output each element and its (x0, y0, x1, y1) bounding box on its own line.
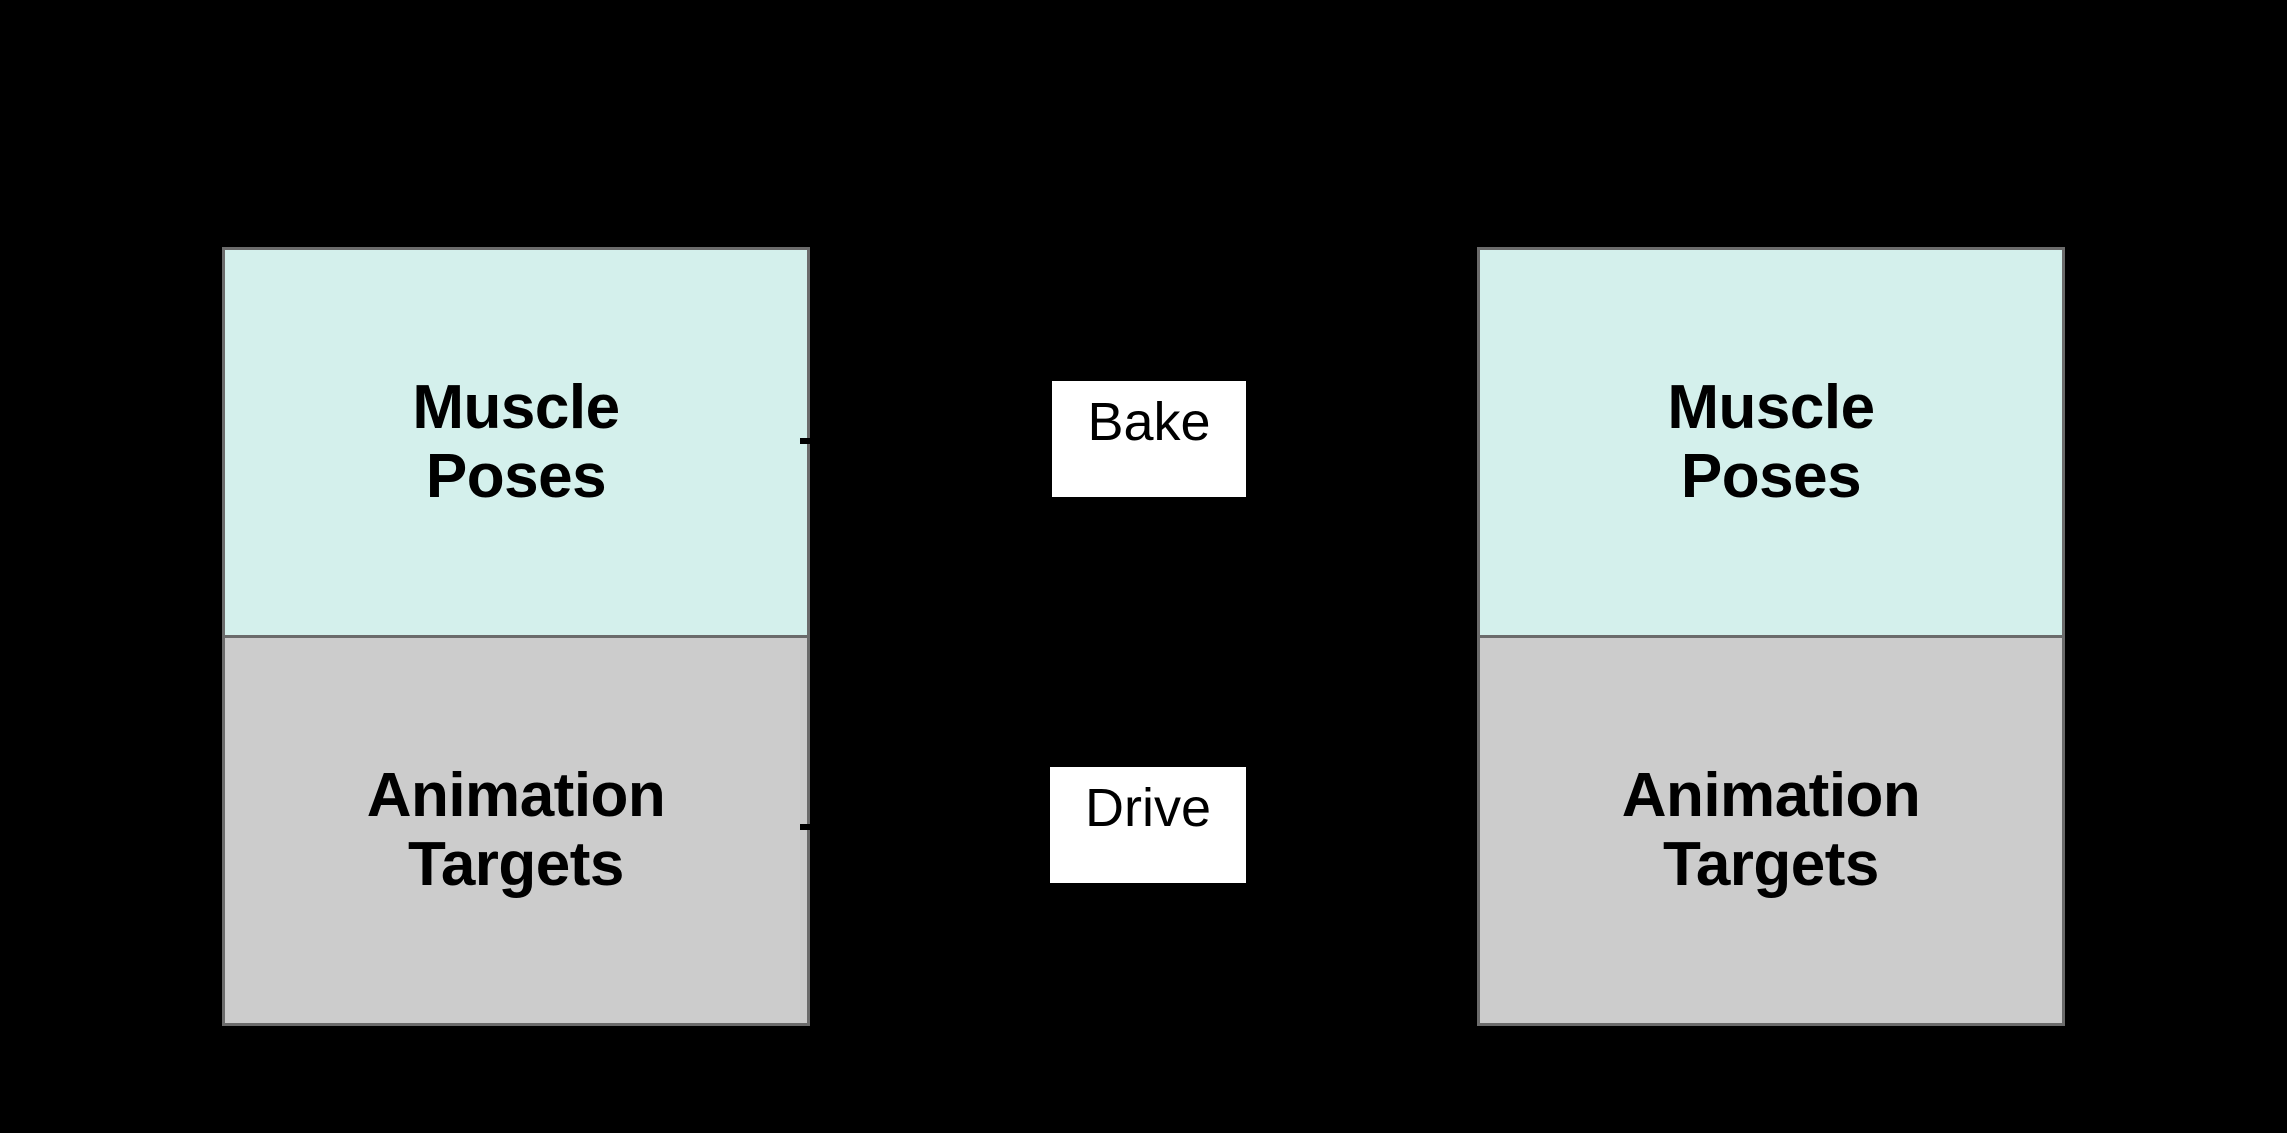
node-left-muscle-poses[interactable]: Muscle Poses (222, 247, 810, 637)
node-right-animation-targets[interactable]: Animation Targets (1477, 637, 2065, 1026)
edge-bake-connector (800, 438, 814, 444)
node-group-right: Muscle Poses Animation Targets (1477, 247, 2065, 1026)
node-left-muscle-poses-label: Muscle Poses (412, 373, 620, 511)
node-left-animation-targets-label: Animation Targets (366, 761, 666, 899)
node-left-animation-targets[interactable]: Animation Targets (222, 637, 810, 1026)
node-group-left: Muscle Poses Animation Targets (222, 247, 810, 1026)
node-right-muscle-poses[interactable]: Muscle Poses (1477, 247, 2065, 637)
edge-label-drive[interactable]: Drive (1050, 767, 1246, 883)
edge-drive-connector (800, 824, 814, 830)
edge-label-bake[interactable]: Bake (1052, 381, 1246, 497)
node-right-muscle-poses-label: Muscle Poses (1667, 373, 1875, 511)
node-right-animation-targets-label: Animation Targets (1621, 761, 1921, 899)
